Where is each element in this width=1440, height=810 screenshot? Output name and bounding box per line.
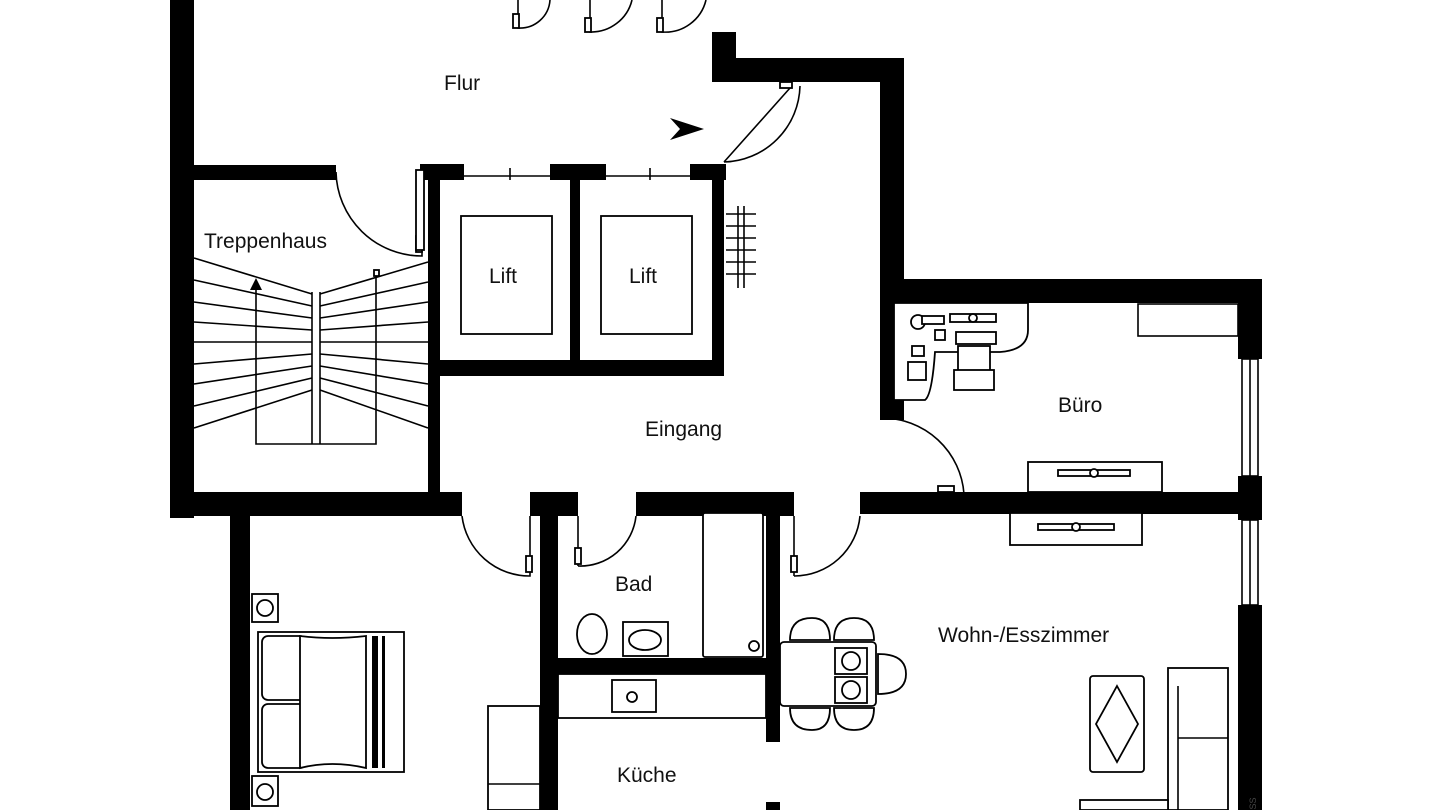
lifts [415,168,712,335]
room-label-kueche: Küche [617,764,677,787]
room-label-lift-left: Lift [489,265,517,288]
room-labels: Flur Treppenhaus Lift Lift Eingang Büro … [204,72,1258,810]
staircase [193,257,429,445]
coat-rack-icon [726,206,756,288]
room-label-eingang: Eingang [645,418,722,441]
windows [1137,303,1259,606]
kitchen-furniture [557,673,767,719]
bath-furniture [576,512,764,658]
bedroom-furniture [251,593,541,810]
room-label-treppenhaus: Treppenhaus [204,230,327,253]
room-label-lift-right: Lift [629,265,657,288]
room-label-bad: Bad [615,573,652,596]
living-dining-furniture [779,512,1229,810]
office-furniture [893,302,1163,493]
corner-mark: ISS [1248,797,1258,810]
lift-cabin-left [460,215,553,335]
room-label-wohn-ess: Wohn-/Esszimmer [938,624,1109,647]
lift-cabin-right [600,215,693,335]
room-label-flur: Flur [444,72,480,95]
room-label-buero: Büro [1058,394,1102,417]
entrance-arrow-icon [670,118,704,140]
